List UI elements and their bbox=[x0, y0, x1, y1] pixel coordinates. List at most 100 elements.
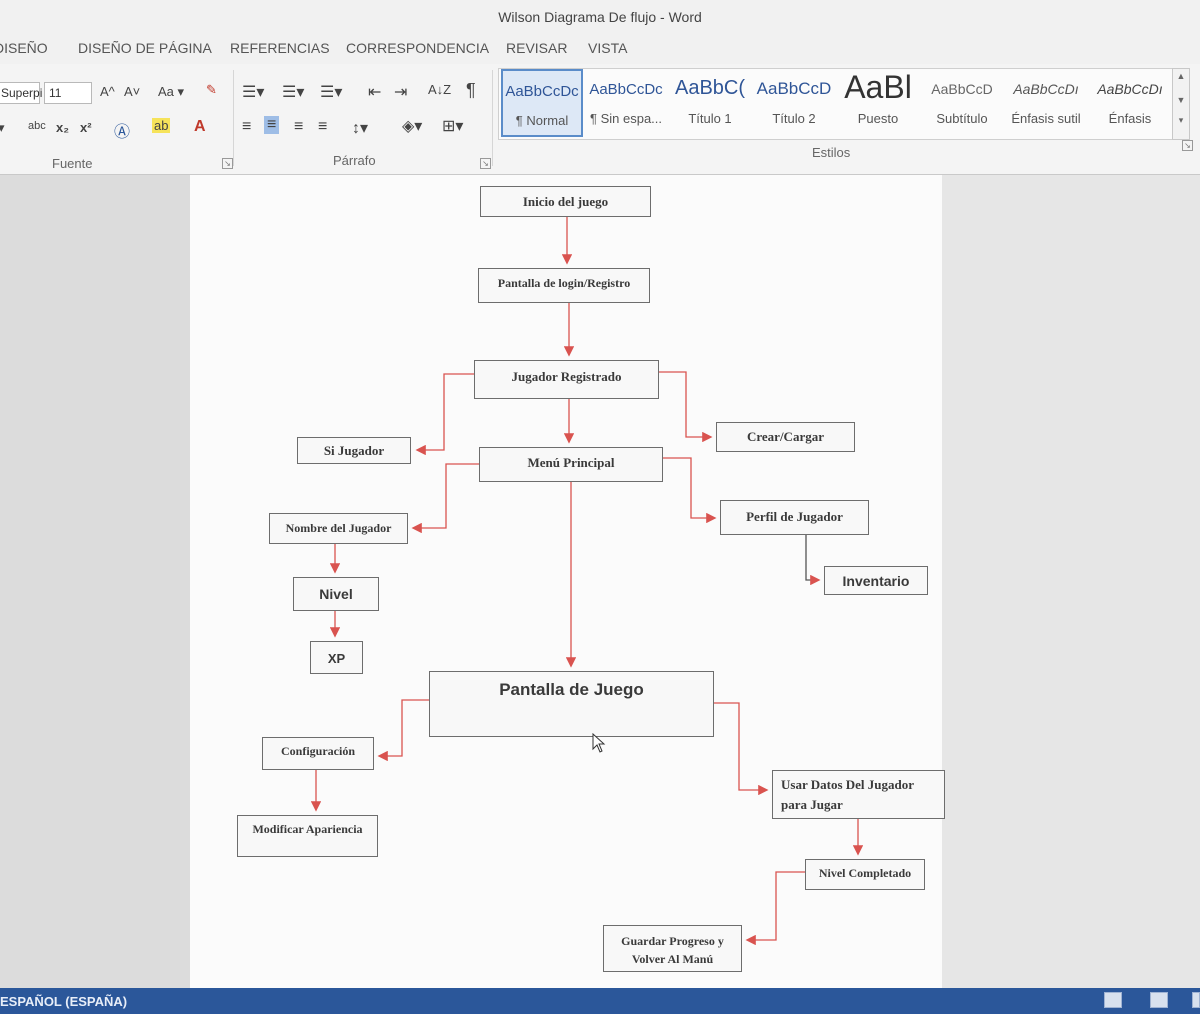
node-label: Jugador Registrado bbox=[511, 369, 622, 384]
flow-node-usar-datos[interactable]: Usar Datos Del Jugador para Jugar bbox=[772, 770, 945, 819]
styles-scrollbar[interactable]: ▲ ▼ ▾ bbox=[1172, 68, 1190, 140]
flow-node-registrado[interactable]: Jugador Registrado bbox=[474, 360, 659, 399]
paragraph-dialog-launcher-icon[interactable]: ↘ bbox=[480, 158, 491, 169]
style-name: ¶ Sin espa... bbox=[589, 111, 663, 126]
tab-vista[interactable]: VISTA bbox=[588, 40, 628, 56]
align-left-icon[interactable]: ≡ bbox=[242, 118, 252, 135]
style-preview: AaBbC( bbox=[674, 77, 746, 99]
flow-node-nombre[interactable]: Nombre del Jugador bbox=[269, 513, 408, 544]
shading-icon[interactable]: ◈▾ bbox=[402, 118, 423, 135]
node-label: Crear/Cargar bbox=[746, 429, 824, 444]
styles-group-label: Estilos bbox=[812, 145, 851, 160]
node-label: Nombre del Jugador bbox=[285, 521, 392, 535]
node-label-line-1: Usar Datos Del Jugador bbox=[781, 777, 915, 792]
font-group-label: Fuente bbox=[52, 156, 93, 171]
style-preview: AaBbCcDı bbox=[1097, 81, 1163, 97]
node-label: Configuración bbox=[280, 744, 355, 758]
flow-node-inicio[interactable]: Inicio del juego bbox=[480, 186, 651, 217]
style-preview: AaBbCcD bbox=[756, 79, 832, 98]
align-center-icon[interactable]: ≡ bbox=[264, 116, 280, 134]
flow-node-completado[interactable]: Nivel Completado bbox=[805, 859, 925, 890]
style-name: ¶ Normal bbox=[515, 113, 569, 128]
flow-node-xp[interactable]: XP bbox=[310, 641, 363, 674]
node-label: Inventario bbox=[842, 573, 910, 589]
more-styles-icon[interactable]: ▾ bbox=[1178, 115, 1184, 125]
flow-node-inventario[interactable]: Inventario bbox=[824, 566, 928, 595]
style-normal[interactable]: AaBbCcDc ¶ Normal bbox=[501, 69, 583, 137]
flow-node-login[interactable]: Pantalla de login/Registro bbox=[478, 268, 650, 303]
node-label: Nivel Completado bbox=[818, 866, 912, 880]
node-label-line-1: Guardar Progreso y bbox=[621, 934, 724, 948]
font-size-value: 11 bbox=[49, 86, 62, 100]
line-spacing-icon[interactable]: ↕▾ bbox=[352, 120, 369, 137]
shrink-font-button[interactable]: A˅ bbox=[124, 84, 141, 99]
font-dialog-launcher-icon[interactable]: ↘ bbox=[222, 158, 233, 169]
tab-revisar[interactable]: REVISAR bbox=[506, 40, 568, 56]
mouse-cursor-icon bbox=[592, 733, 606, 753]
style-sin-espaciado[interactable]: AaBbCcDc ¶ Sin espa... bbox=[585, 69, 667, 137]
subscript-button[interactable]: x₂ bbox=[56, 120, 70, 135]
status-bar: ESPAÑOL (ESPAÑA) bbox=[0, 988, 1200, 1014]
flow-node-configuracion[interactable]: Configuración bbox=[262, 737, 374, 770]
style-preview: AaBbCcDc bbox=[589, 81, 663, 98]
text-effects-icon[interactable]: Ⓐ bbox=[114, 124, 131, 141]
style-puesto[interactable]: AaBl Puesto bbox=[837, 69, 919, 137]
style-titulo-1[interactable]: AaBbC( Título 1 bbox=[669, 69, 751, 137]
scroll-down-icon[interactable]: ▼ bbox=[1176, 95, 1186, 105]
styles-dialog-launcher-icon[interactable]: ↘ bbox=[1182, 140, 1193, 151]
style-name: Énfasis sutil bbox=[1011, 111, 1081, 126]
strikethrough-button[interactable]: abc bbox=[28, 120, 46, 132]
style-enfasis[interactable]: AaBbCcDı Énfasis bbox=[1089, 69, 1171, 137]
tab-diseno-de-pagina[interactable]: DISEÑO DE PÁGINA bbox=[78, 40, 212, 56]
highlight-icon[interactable]: ab bbox=[152, 118, 171, 133]
style-titulo-2[interactable]: AaBbCcD Título 2 bbox=[753, 69, 835, 137]
font-name-box[interactable]: Superpi bbox=[0, 82, 43, 104]
tab-diseno[interactable]: DISEÑO bbox=[0, 40, 48, 56]
change-case-button[interactable]: Aa ▾ bbox=[158, 84, 185, 99]
web-layout-icon[interactable] bbox=[1192, 992, 1200, 1008]
node-label: Modificar Apariencia bbox=[252, 822, 363, 836]
decrease-indent-icon[interactable]: ⇤ bbox=[368, 84, 382, 101]
multilevel-list-icon[interactable]: ☰▾ bbox=[320, 84, 343, 101]
language-status[interactable]: ESPAÑOL (ESPAÑA) bbox=[0, 994, 128, 1009]
tab-correspondencia[interactable]: CORRESPONDENCIA bbox=[346, 40, 490, 56]
flow-node-nivel[interactable]: Nivel bbox=[293, 577, 379, 611]
superscript-button[interactable]: x² bbox=[80, 120, 92, 135]
sort-button[interactable]: A↓Z bbox=[428, 82, 452, 97]
flow-node-modificar[interactable]: Modificar Apariencia bbox=[237, 815, 378, 857]
grow-font-button[interactable]: A^ bbox=[100, 84, 115, 99]
window-title: Wilson Diagrama De flujo - Word bbox=[498, 9, 702, 25]
node-label: XP bbox=[327, 651, 346, 666]
font-name-value: Superpi bbox=[1, 86, 43, 100]
node-label: Si Jugador bbox=[323, 443, 385, 458]
underline-dropdown-icon[interactable]: ▾ bbox=[0, 120, 5, 135]
style-name: Título 2 bbox=[772, 111, 816, 126]
node-label: Perfil de Jugador bbox=[746, 509, 843, 524]
flow-node-guardar[interactable]: Guardar Progreso y Volver Al Manú bbox=[603, 925, 742, 972]
increase-indent-icon[interactable]: ⇥ bbox=[394, 84, 408, 101]
clear-format-icon[interactable]: ✎ bbox=[206, 82, 217, 97]
borders-icon[interactable]: ⊞▾ bbox=[442, 118, 464, 135]
align-right-icon[interactable]: ≡ bbox=[294, 118, 304, 135]
style-subtitulo[interactable]: AaBbCcD Subtítulo bbox=[921, 69, 1003, 137]
style-preview: AaBbCcDc bbox=[505, 83, 579, 100]
justify-icon[interactable]: ≡ bbox=[318, 118, 328, 135]
style-name: Subtítulo bbox=[936, 111, 988, 126]
numbering-icon[interactable]: ☰▾ bbox=[282, 84, 305, 101]
font-size-box[interactable]: 11 bbox=[44, 82, 92, 104]
style-enfasis-sutil[interactable]: AaBbCcDı Énfasis sutil bbox=[1005, 69, 1087, 137]
flow-node-crear[interactable]: Crear/Cargar bbox=[716, 422, 855, 452]
show-marks-button[interactable]: ¶ bbox=[466, 80, 476, 100]
font-color-icon[interactable]: A bbox=[194, 118, 206, 135]
flow-node-perfil[interactable]: Perfil de Jugador bbox=[720, 500, 869, 535]
flow-node-menu[interactable]: Menú Principal bbox=[479, 447, 663, 482]
tab-referencias[interactable]: REFERENCIAS bbox=[230, 40, 330, 56]
read-mode-icon[interactable] bbox=[1104, 992, 1122, 1008]
scroll-up-icon[interactable]: ▲ bbox=[1176, 71, 1186, 81]
styles-gallery: AaBbCcDc ¶ Normal AaBbCcDc ¶ Sin espa...… bbox=[498, 68, 1174, 140]
node-label: Menú Principal bbox=[527, 455, 615, 470]
bullets-icon[interactable]: ☰▾ bbox=[242, 84, 265, 101]
flow-node-si-jugador[interactable]: Si Jugador bbox=[297, 437, 411, 464]
flow-node-pantalla[interactable]: Pantalla de Juego bbox=[429, 671, 714, 737]
print-layout-icon[interactable] bbox=[1150, 992, 1168, 1008]
